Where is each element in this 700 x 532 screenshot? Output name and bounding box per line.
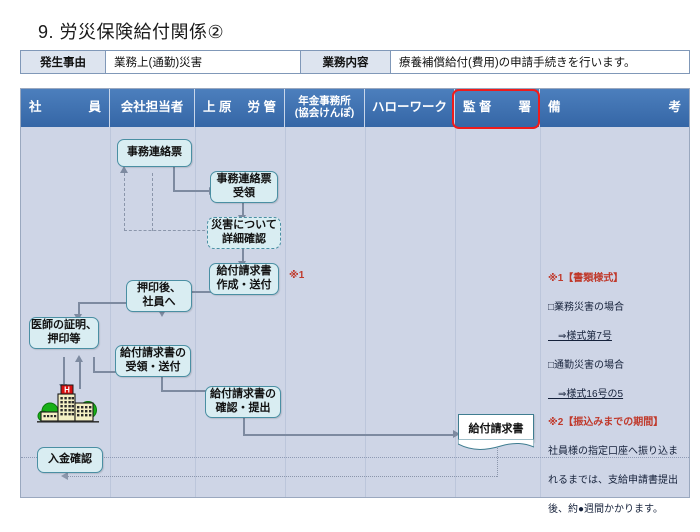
document-wave-shape (458, 439, 534, 450)
info-value-cause: 業務上(通勤)災害 (106, 51, 301, 73)
connector-2-v (242, 203, 244, 217)
connector-4-h (162, 291, 226, 293)
column-header-remarks-right: 考 (668, 100, 681, 115)
note-1-title: ※1【書類様式】 (548, 272, 624, 284)
connector-1-h (173, 190, 210, 192)
column-divider-3 (285, 127, 286, 497)
grid-header-row: 社 員 会社担当者 上 原 労 管 年金事務所 (協会けんぽ) ハローワーク 監… (21, 89, 689, 127)
note-1-line-2: □通勤災害の場合 (548, 359, 625, 371)
connector-4-arrow (157, 310, 166, 317)
connector-3-v (242, 249, 244, 263)
note-2-title: ※2【振込みまでの期間】 (548, 416, 664, 428)
bottom-dotted-rule (21, 457, 689, 458)
flow-box-ouin-go-shain-e[interactable]: 押印後、 社員へ (126, 280, 192, 312)
flow-box-kyufu-seikyusho-juryo[interactable]: 給付請求書の 受領・送付 (115, 345, 191, 377)
column-divider-2 (195, 127, 196, 497)
connector-9-v (497, 444, 498, 477)
column-divider-6 (540, 127, 541, 497)
connector-9-h (67, 476, 497, 477)
page-title: 9. 労災保険給付関係② (38, 22, 225, 42)
flow-box-jimu-renrakuhyo-juryo[interactable]: 事務連絡票 受領 (210, 171, 278, 203)
flow-box-nyukin-kakunin[interactable]: 入金確認 (37, 447, 103, 473)
column-divider-5 (455, 127, 456, 497)
column-header-uehara-right: 労 管 (247, 100, 276, 115)
column-header-remarks-left: 備 (548, 100, 561, 115)
flow-doc-kyufu-seikyusho[interactable]: 給付請求書 (458, 414, 534, 450)
connector-5-v (78, 302, 80, 317)
connector-5-h (78, 302, 133, 304)
connector-8-arrow (453, 430, 460, 438)
column-header-pension: 年金事務所 (協会けんぽ) (285, 89, 365, 127)
note-2-line-1: れるまでは、支給申請書提出 (548, 474, 678, 486)
flow-grid: 社 員 会社担当者 上 原 労 管 年金事務所 (協会けんぽ) ハローワーク 監… (20, 88, 690, 515)
column-header-uehara: 上 原 労 管 (195, 89, 285, 127)
connector-7-h (161, 390, 223, 392)
connector-1-v (173, 167, 175, 191)
connector-6-v (93, 357, 95, 372)
column-header-employee-right: 員 (88, 100, 101, 115)
note-1-line-0: □業務災害の場合 (548, 301, 625, 313)
connector-hospital-down-v (63, 357, 65, 387)
column-header-kantokusho-right: 署 (518, 100, 531, 115)
info-table: 発生事由 業務上(通勤)災害 業務内容 療養補償給付(費用)の申請手続きを行いま… (20, 50, 690, 74)
info-value-task: 療養補償給付(費用)の申請手続きを行います。 (391, 51, 689, 73)
hospital-sign-label: H (64, 385, 70, 394)
info-head-task: 業務内容 (301, 51, 391, 73)
note-1: ※1【書類様式】 □業務災害の場合 ⇒様式第7号 □通勤災害の場合 ⇒様式16号… (548, 257, 688, 417)
note-1-line-1: ⇒様式第7号 (548, 330, 612, 342)
column-divider-4 (365, 127, 366, 497)
flow-box-kyufu-seikyusho-sakusei[interactable]: 給付請求書 作成・送付 (209, 263, 279, 295)
note-1-line-3: ⇒様式16号の5 (548, 388, 624, 400)
note-2-line-0: 社員様の指定口座へ振り込ま (548, 445, 678, 457)
flow-box-kyufu-seikyusho-kakunin[interactable]: 給付請求書の 確認・提出 (205, 386, 281, 418)
connector-hospital-up-arrow (74, 355, 83, 362)
flow-box-ishi-shoumei-ouin[interactable]: 医師の証明、 押印等 (29, 317, 99, 349)
flow-box-jimu-renrakuhyo[interactable]: 事務連絡票 (117, 139, 192, 167)
column-header-kantokusho: 監 督 署 (455, 89, 540, 127)
column-header-hellowork: ハローワーク (365, 89, 455, 127)
connector-8-v (243, 418, 245, 436)
column-header-remarks: 備 考 (540, 89, 689, 127)
info-head-cause: 発生事由 (21, 51, 106, 73)
column-divider-1 (110, 127, 111, 497)
column-header-employee-left: 社 (29, 100, 42, 115)
flow-doc-kyufu-seikyusho-label: 給付請求書 (468, 423, 524, 435)
connector-hospital-up-v (79, 361, 81, 389)
dashed-return-v (124, 173, 125, 231)
column-header-company: 会社担当者 (110, 89, 195, 127)
note-2: ※2【振込みまでの期間】 社員様の指定口座へ振り込ま れるまでは、支給申請書提出… (548, 401, 698, 532)
connector-7-v (161, 377, 163, 391)
connector-9-arrow (61, 472, 68, 480)
dashed-branch-v (152, 173, 153, 231)
dashed-return-h (124, 230, 210, 231)
connector-8-h (243, 434, 454, 436)
hospital-illustration: H (37, 384, 99, 423)
column-header-kantokusho-left: 監 督 (463, 100, 492, 115)
flow-box-saigai-shousai-kakunin[interactable]: 災害について 詳細確認 (207, 217, 281, 249)
connector-6-h (93, 371, 126, 373)
note-2-line-2: 後、約●週間かかります。 (548, 503, 664, 515)
column-header-employee: 社 員 (21, 89, 110, 127)
dashed-return-arrow-up (119, 166, 128, 173)
marker-note-1: ※1 (289, 270, 305, 281)
column-header-uehara-left: 上 原 (203, 100, 232, 115)
